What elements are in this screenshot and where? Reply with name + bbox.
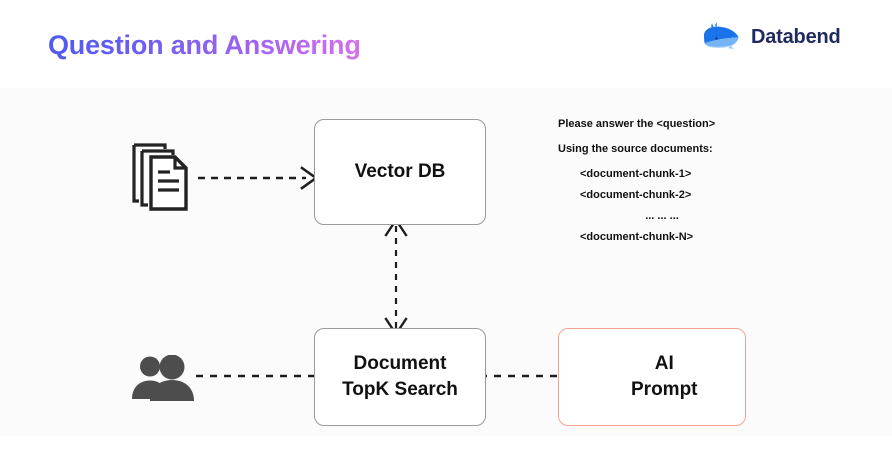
prompt-chunk-ellipsis: ... ... ... (645, 210, 679, 223)
connector-documents-to-vector-db (198, 158, 324, 198)
connector-topk-to-ai-prompt (480, 362, 566, 390)
node-vector-db[interactable]: Vector DB (314, 119, 486, 225)
prompt-text-block: Please answer the <question> Using the s… (558, 118, 768, 253)
node-topk-label-line2: TopK Search (342, 379, 458, 400)
brand-name: Databend (751, 26, 841, 48)
stacked-documents-icon (129, 139, 201, 211)
prompt-chunk-n: <document-chunk-N> (580, 231, 694, 244)
prompt-chunk-1: <document-chunk-1> (580, 168, 692, 181)
node-ai-prompt[interactable]: AI Prompt (558, 328, 746, 426)
node-document-topk-search[interactable]: Document TopK Search (314, 328, 486, 426)
node-topk-label-line1: Document (353, 353, 447, 375)
whale-icon (700, 20, 742, 55)
connector-users-to-topk (196, 360, 324, 392)
prompt-line-question: Please answer the <question> (558, 118, 716, 130)
prompt-line-source: Using the source documents: (558, 143, 713, 156)
node-ai-prompt-label-line2: Prompt (631, 379, 698, 400)
two-people-icon (130, 354, 198, 401)
connector-vector-db-topk-bidirectional (374, 217, 418, 337)
prompt-chunk-2: <document-chunk-2> (580, 189, 692, 202)
prompt-chunk-list: <document-chunk-1> <document-chunk-2> ..… (558, 168, 768, 243)
node-topk-label: Document TopK Search (342, 351, 458, 402)
brand-logo: Databend (700, 20, 841, 55)
node-vector-db-label: Vector DB (354, 161, 446, 183)
node-ai-prompt-label: AI Prompt (631, 351, 698, 402)
node-ai-prompt-label-line1: AI (654, 353, 674, 375)
page-title: Question and Answering (48, 30, 361, 60)
